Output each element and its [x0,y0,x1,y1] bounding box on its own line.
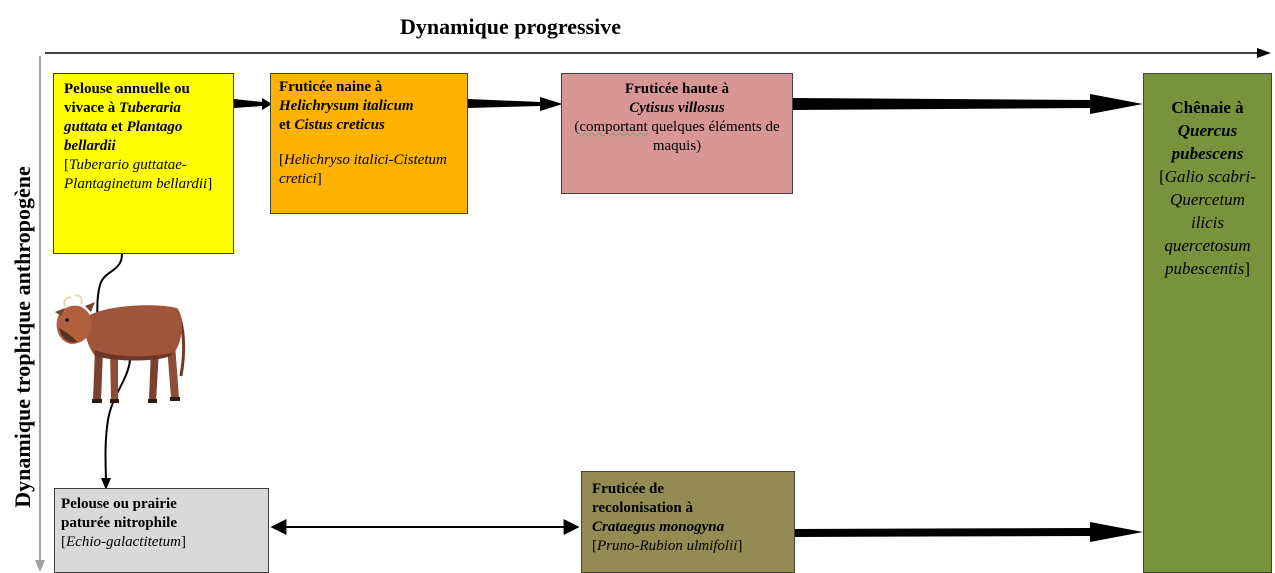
node-recolon-syntaxon: [Pruno-Rubion ulmifolii] [592,537,784,556]
node-haute-line1: Fruticée haute à [624,81,730,97]
bracket-close: ] [180,534,186,550]
bracket-open: [ [592,538,597,554]
node-fruticee-haute: Fruticée haute à Cytisus villosus (compo… [561,73,793,194]
connector-pelouse-to-cow [96,253,123,317]
node-haute-species: Cytisus villosus [629,100,725,116]
bracket-close: ] [737,538,743,554]
node-haute-note-word: comportant [579,119,648,135]
bracket-open: [ [64,157,69,173]
node-pelouse-line1: Pelouse annuelle ou [64,81,190,97]
node-chenaie: Chênaie à Quercus pubescens [Galio scabr… [1143,73,1272,573]
bracket-open: [ [61,534,66,550]
arrow-recolonisation-to-chenaie [795,522,1143,542]
node-naine-syntaxon-name: Helichryso italici-Cistetum cretici [279,152,447,187]
node-pelouse-annuelle: Pelouse annuelle ou vivace à Tuberaria g… [53,73,234,254]
arrow-haute-to-chenaie [793,94,1143,114]
connector-arrowhead [101,478,111,490]
node-prairie-line1: Pelouse ou prairie [61,496,177,512]
paren-open: ( [574,119,580,135]
node-prairie-syntaxon-name: Echio-galactitetum [66,534,181,550]
node-prairie-line2: paturée nitrophile [61,515,177,531]
bracket-open: [ [1159,167,1165,186]
node-recolon-species: Crataegus monogyna [592,519,725,535]
node-recolon-line1: Fruticée de [592,481,665,497]
node-prairie-paturee: Pelouse ou prairie paturée nitrophile [E… [54,488,269,573]
node-chenaie-syntaxon-name: Galio scabri-Quercetum ilicis quercetosu… [1164,167,1256,278]
node-chenaie-syntaxon: [Galio scabri-Quercetum ilicis quercetos… [1152,165,1263,280]
node-pelouse-species1: guttata [64,119,108,135]
cow-illustration [55,294,186,403]
node-haute-note-rest: quelques éléments de maquis) [647,119,780,154]
node-haute-note: (comportant quelques éléments de maquis) [570,118,784,156]
horizontal-axis-arrowhead [1257,48,1271,58]
bracket-open: [ [279,152,284,168]
node-chenaie-species: Quercus pubescens [1171,121,1244,163]
arrow-naine-to-haute [468,97,563,111]
connector-cow-to-prairie [104,359,131,485]
node-pelouse-genus1: Tuberaria [118,100,181,116]
node-naine-species2: Cistus creticus [294,117,385,133]
node-pelouse-genus2: Plantago [126,119,183,135]
node-prairie-syntaxon: [Echio-galactitetum] [61,533,262,552]
node-pelouse-syntaxon: [Tuberario guttatae-Plantaginetum bellar… [64,156,223,194]
node-fruticee-recolonisation: Fruticée de recolonisation à Crataegus m… [581,471,795,573]
bracket-close: ] [1244,259,1250,278]
arrow-pelouse-to-naine [234,98,272,110]
node-pelouse-syntaxon-name: Tuberario guttatae-Plantaginetum bellard… [64,157,208,192]
node-naine-et: et [279,117,295,133]
vertical-axis-arrowhead [35,560,45,572]
node-pelouse-line3: guttata et Plantago [64,118,223,137]
node-pelouse-species2: bellardii [64,138,116,154]
node-naine-syntaxon: [Helichryso italici-Cistetum cretici] [279,151,459,189]
node-naine-species1: Helichrysum italicum [279,98,414,114]
node-recolon-syntaxon-name: Pruno-Rubion ulmifolii [597,538,738,554]
axis-title-progressive: Dynamique progressive [400,14,622,39]
node-pelouse-line2: vivace à Tuberaria [64,99,223,118]
node-recolon-line2: recolonisation à [592,500,693,516]
node-naine-line3: et Cistus creticus [279,116,459,135]
node-pelouse-line2-text: vivace à [64,100,119,116]
node-chenaie-line1: Chênaie à [1171,98,1244,117]
bracket-close: ] [207,176,213,192]
node-pelouse-et: et [107,119,127,135]
node-fruticee-naine: Fruticée naine à Helichrysum italicum et… [270,73,468,214]
node-naine-line1: Fruticée naine à [279,79,383,95]
bracket-close: ] [316,171,322,187]
